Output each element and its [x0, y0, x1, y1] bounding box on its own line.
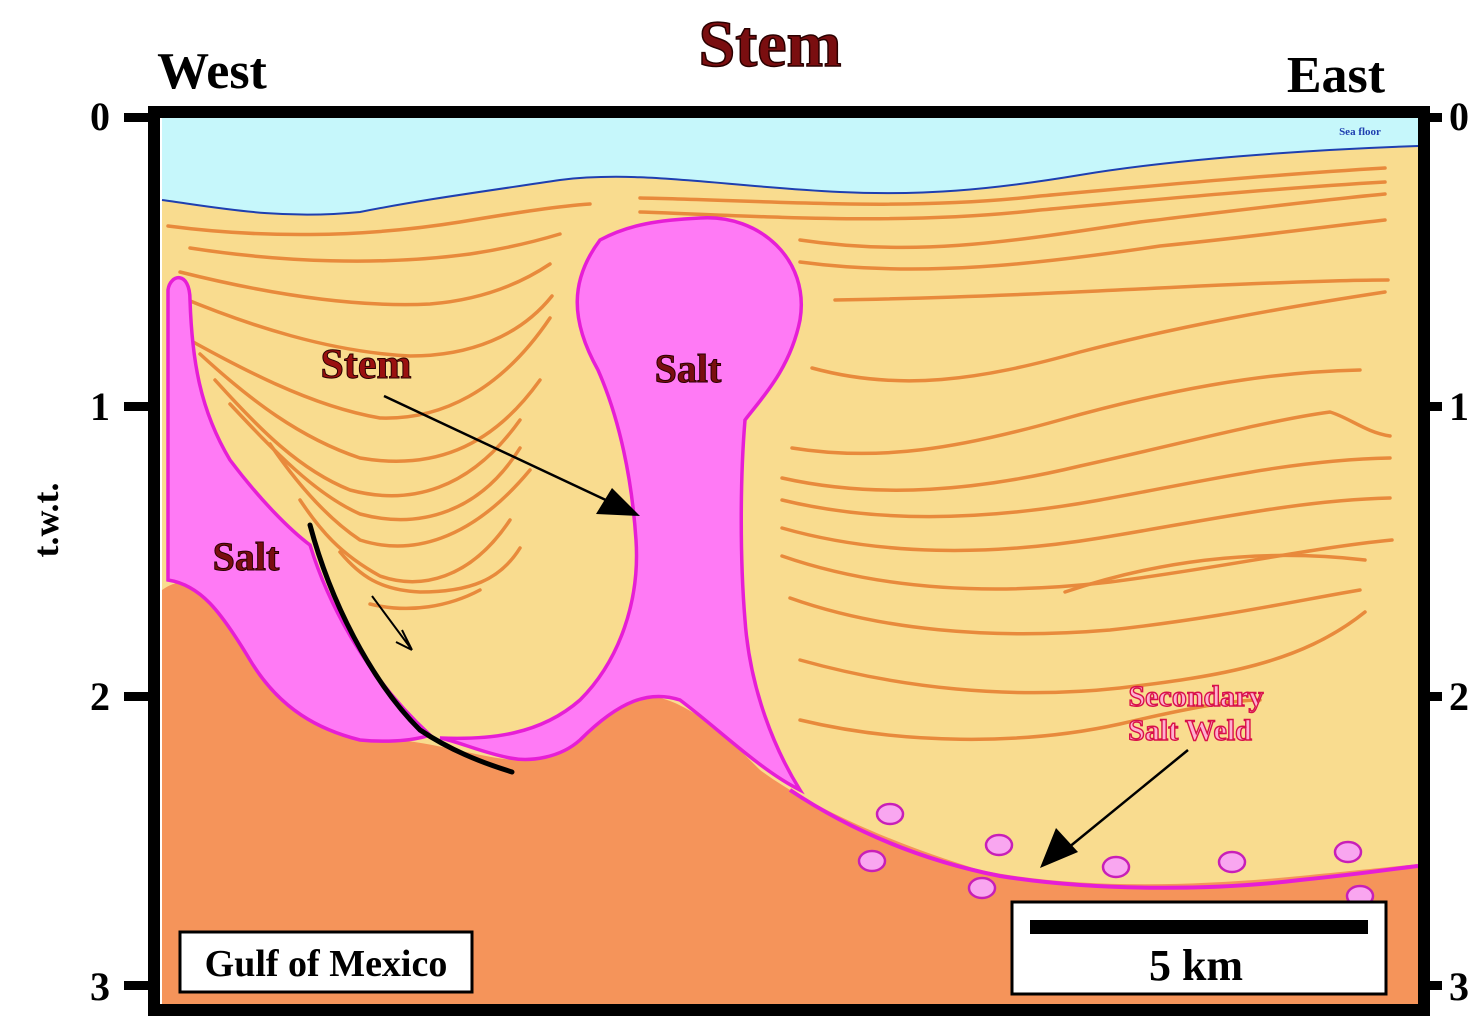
diagram-title: Stem [699, 8, 842, 81]
section-panel [162, 118, 1418, 1004]
weld-label-line2: Salt Weld [1128, 714, 1252, 747]
stem-annotation: Stem [321, 342, 412, 388]
y-axis-label: t.w.t. [26, 483, 66, 558]
salt-west-label: Salt [213, 534, 280, 579]
scale-bar-line [1030, 920, 1368, 934]
scale-bar-label: 5 km [1149, 941, 1243, 990]
y-tick-label: 2 [90, 674, 110, 719]
y-tick-label: 2 [1449, 674, 1469, 719]
scale-bar: 5 km [1012, 902, 1386, 994]
weld-label-line1: Secondary [1129, 680, 1264, 713]
salt-dome-label: Salt [655, 346, 722, 391]
sea-floor-label: Sea floor [1339, 126, 1381, 138]
y-tick-label: 3 [90, 964, 110, 1009]
y-tick-label: 1 [1449, 384, 1469, 429]
location-label: Gulf of Mexico [205, 943, 448, 985]
y-axis-left: 0 1 2 3 [90, 94, 158, 1009]
y-tick-label: 0 [1449, 94, 1469, 139]
location-box: Gulf of Mexico [180, 932, 472, 992]
west-label: West [157, 43, 267, 100]
y-tick-label: 1 [90, 384, 110, 429]
y-tick-label: 0 [90, 94, 110, 139]
y-tick-label: 3 [1449, 964, 1469, 1009]
east-label: East [1287, 47, 1386, 104]
